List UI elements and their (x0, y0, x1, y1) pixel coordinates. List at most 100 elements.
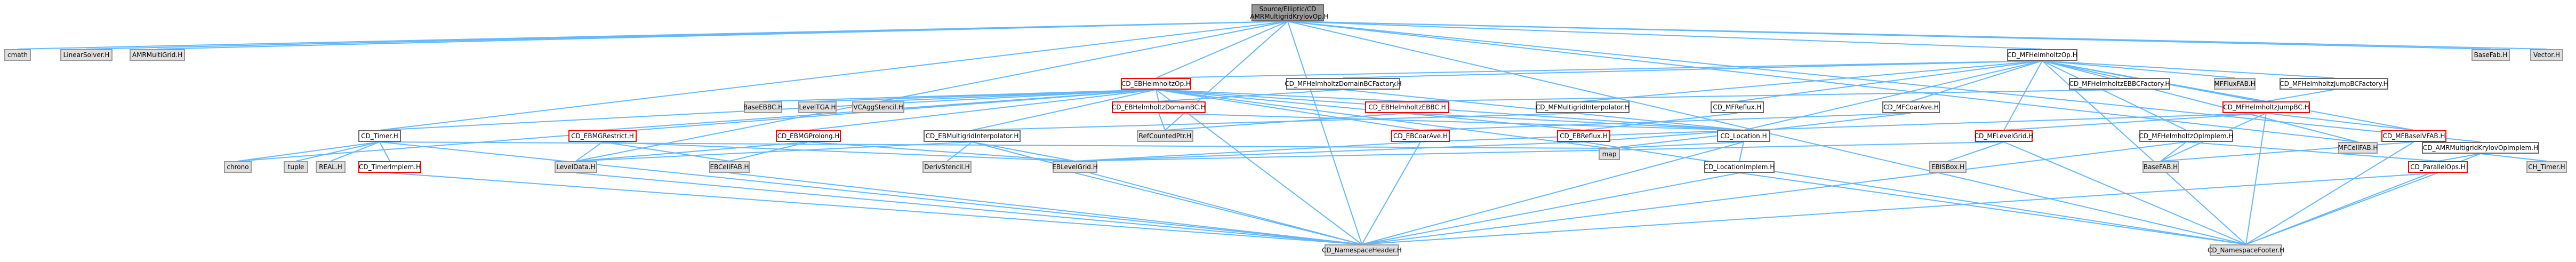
edge-root-file-to-mfhelmholtzop (1287, 21, 2043, 50)
edge-root-file-to-leveldata (575, 21, 1288, 162)
edge-ebmgrestrict-to-eblevelgrid (602, 141, 1076, 162)
node-ebmultigridinterpolator[interactable]: CD_EBMultigridInterpolator.H (924, 130, 1021, 142)
node-leveltga[interactable]: LevelTGA.H (798, 101, 837, 113)
node-ebmgprolong[interactable]: CD_EBMGProlong.H (776, 130, 841, 142)
edge-root-file-to-amrmultigrid (157, 21, 1288, 50)
edge-eblevelgrid-to-namespaceheader (1074, 172, 1362, 245)
node-mfhelmdomainbcfactory[interactable]: CD_MFHelmholtzDomainBCFactory.H (1285, 78, 1402, 90)
node-location[interactable]: CD_Location.H (1717, 130, 1770, 142)
edge-ebcellfab-to-namespaceheader (729, 172, 1362, 245)
edge-root-file-to-ebhelmholtzop (1155, 21, 1288, 78)
edge-root-file-to-namespaceheader (1287, 21, 1362, 245)
node-amrmultigrid[interactable]: AMRMultiGrid.H (130, 49, 185, 61)
node-amrmgkrylovimpl[interactable]: CD_AMRMultigridKrylovOpImplem.H (2422, 142, 2539, 154)
node-mfhelmjumpbc[interactable]: CD_MFHelmholtzJumpBC.H (2222, 101, 2310, 113)
edge-ebmgrestrict-to-leveldata (575, 141, 603, 162)
edge-parallelops-to-namespacefooter (2245, 172, 2438, 245)
node-namespaceheader[interactable]: CD_NamespaceHeader.H (1322, 244, 1402, 256)
node-leveldata[interactable]: LevelData.H (555, 161, 597, 173)
node-mffluxfab[interactable]: MFFluxFAB.H (2214, 78, 2256, 90)
edge-timer-to-map (379, 141, 1610, 149)
node-tuple[interactable]: tuple (284, 161, 308, 173)
edge-mfhelmholtzop-to-namespacefooter (2042, 60, 2246, 245)
edge-ebreflux-to-namespacefooter (1583, 141, 2246, 245)
node-ebhelmebbc[interactable]: CD_EBHelmholtzEBBC.H (1365, 101, 1449, 113)
edge-mfhelmholtzop-to-ebhelmholtzop (1155, 60, 2043, 78)
edge-ebmgprolong-to-leveldata (575, 141, 809, 162)
edge-root-file-to-mfcellfab-main (1287, 21, 2358, 142)
edge-timer-to-timerimpl (379, 141, 390, 162)
node-ebmgrestrict[interactable]: CD_EBMGRestrict.H (568, 130, 637, 142)
node-mfcoarave[interactable]: CD_MFCoarAve.H (1882, 101, 1940, 113)
edge-mfhelmoptimpl-to-parallelops (2186, 141, 2438, 162)
edge-mfhelmjumpbcfactory-to-mfhelmjumpbc (2266, 89, 2334, 102)
node-mfcellfab-main[interactable]: MFCellFAB.H (2338, 142, 2378, 154)
edge-ebhelmholtzop-to-ebmgprolong (808, 89, 1157, 131)
node-ebhelmholtzop[interactable]: CD_EBHelmholtzOp.H (1121, 78, 1191, 90)
node-vcaggstencil[interactable]: VCAggStencil.H (852, 101, 904, 113)
node-refcountedptr[interactable]: RefCountedPtr.H (1137, 130, 1193, 142)
edge-mfhelmholtzop-to-mfbaseivfab (2042, 60, 2414, 131)
node-mfhelmjumpbcfactory[interactable]: CD_MFHelmholtzJumpBCFactory.H (2280, 78, 2388, 90)
node-ebisbox[interactable]: EBISBox.H (1929, 161, 1967, 173)
edge-root-file-to-timer (379, 21, 1288, 131)
edge-timer-to-tuple (295, 141, 380, 162)
edge-location-to-locationimpl (1739, 141, 1744, 162)
edge-root-file-to-vector (1287, 21, 2547, 50)
node-baseebbc[interactable]: BaseEBBC.H (743, 101, 783, 113)
edge-mflevelgrid-to-eblevelgrid (1074, 141, 2004, 162)
node-timer[interactable]: CD_Timer.H (358, 130, 401, 142)
edge-mfhelmjumpbc-to-location (1743, 113, 2267, 131)
node-linearsolver[interactable]: LinearSolver.H (60, 49, 113, 61)
node-derivstencil[interactable]: DerivStencil.H (922, 161, 972, 173)
edge-ebhelmholtzop-to-ebcoarave (1155, 89, 1421, 131)
node-mfhelmoptimpl[interactable]: CD_MFHelmholtzOpImplem.H (2139, 130, 2233, 142)
node-eblevelgrid[interactable]: EBLevelGrid.H (1052, 161, 1098, 173)
node-mflevelgrid[interactable]: CD_MFLevelGrid.H (1975, 130, 2033, 142)
edge-ebhelmdomainbc-to-refcountedptr (1158, 113, 1166, 131)
node-ebreflux[interactable]: CD_EBReflux.H (1557, 130, 1610, 142)
edge-mfbaseivfab-to-namespacefooter (2245, 141, 2414, 245)
node-vector[interactable]: Vector.H (2530, 49, 2563, 61)
node-parallelops[interactable]: CD_ParallelOps.H (2408, 161, 2468, 173)
node-ebhelmdomainbc[interactable]: CD_EBHelmholtzDomainBC.H (1112, 101, 1206, 113)
node-ebcoarave[interactable]: CD_EBCoarAve.H (1391, 130, 1450, 142)
node-mfbaseivfab[interactable]: CD_MFBaseIVFAB.H (2381, 130, 2446, 142)
edge-mfmultigridinterpolator-to-ebmultigridinterpolator (972, 113, 1583, 131)
node-map[interactable]: map (1599, 148, 1620, 160)
edge-mfhelmholtzop-to-mfcellfab-main (2042, 60, 2358, 142)
node-locationimpl[interactable]: CD_LocationImplem.H (1704, 161, 1775, 173)
node-mfreflux[interactable]: CD_MFReflux.H (1711, 101, 1764, 113)
node-basefabh[interactable]: BaseFAB.H (2142, 161, 2179, 173)
edge-mfcoarave-to-ebcoarave (1420, 113, 1912, 131)
edge-ebhelmholtzop-to-chrono (237, 89, 1157, 162)
node-namespacefooter[interactable]: CD_NamespaceFooter.H (2208, 244, 2284, 256)
edge-locationimpl-to-namespacefooter (1739, 172, 2246, 245)
edge-ebmultigridinterpolator-to-leveldata (575, 141, 973, 162)
node-timerimpl[interactable]: CD_TimerImplem.H (358, 161, 421, 173)
edge-timerimpl-to-namespaceheader (389, 172, 1362, 245)
node-mfmultigridinterpolator[interactable]: CD_MFMultigridInterpolator.H (1536, 101, 1630, 113)
node-mfhelmebbcfactory[interactable]: CD_MFHelmholtzEBBCFactory.H (2069, 78, 2170, 90)
node-ch-timer[interactable]: CH_Timer.H (2526, 161, 2567, 173)
edge-mflevelgrid-to-ebisbox (1947, 141, 2004, 162)
edge-mfhelmjumpbc-to-namespacefooter (2245, 113, 2267, 245)
node-realh[interactable]: REAL.H (316, 161, 346, 173)
edge-mfhelmholtzop-to-mflevelgrid (2003, 60, 2043, 131)
node-cmath[interactable]: cmath (4, 49, 31, 61)
edge-ebreflux-to-eblevelgrid (1074, 141, 1584, 162)
edge-mfhelmjumpbc-to-mfbaseivfab (2266, 113, 2414, 131)
edge-mfhelmholtzop-to-mffluxfab (2042, 60, 2235, 78)
edge-ebmultigridinterpolator-to-namespaceheader (972, 141, 1362, 245)
edge-mfhelmoptimpl-to-basefabh (2160, 141, 2187, 162)
node-mfhelmholtzop[interactable]: CD_MFHelmholtzOp.H (2007, 49, 2077, 61)
node-ebcellfab[interactable]: EBCellFAB.H (709, 161, 750, 173)
edge-mfhelmebbcfactory-to-ebhelmebbc (1407, 89, 2120, 102)
node-root-file: Source/Elliptic/CD _AMRMultigridKrylovOp… (1247, 4, 1329, 21)
edge-locationimpl-to-namespaceheader (1361, 172, 1740, 245)
node-chrono[interactable]: chrono (224, 161, 252, 173)
node-basefab[interactable]: BaseFab.H (2471, 49, 2510, 61)
edge-mfhelmholtzop-to-mfmultigridinterpolator (1582, 60, 2043, 102)
